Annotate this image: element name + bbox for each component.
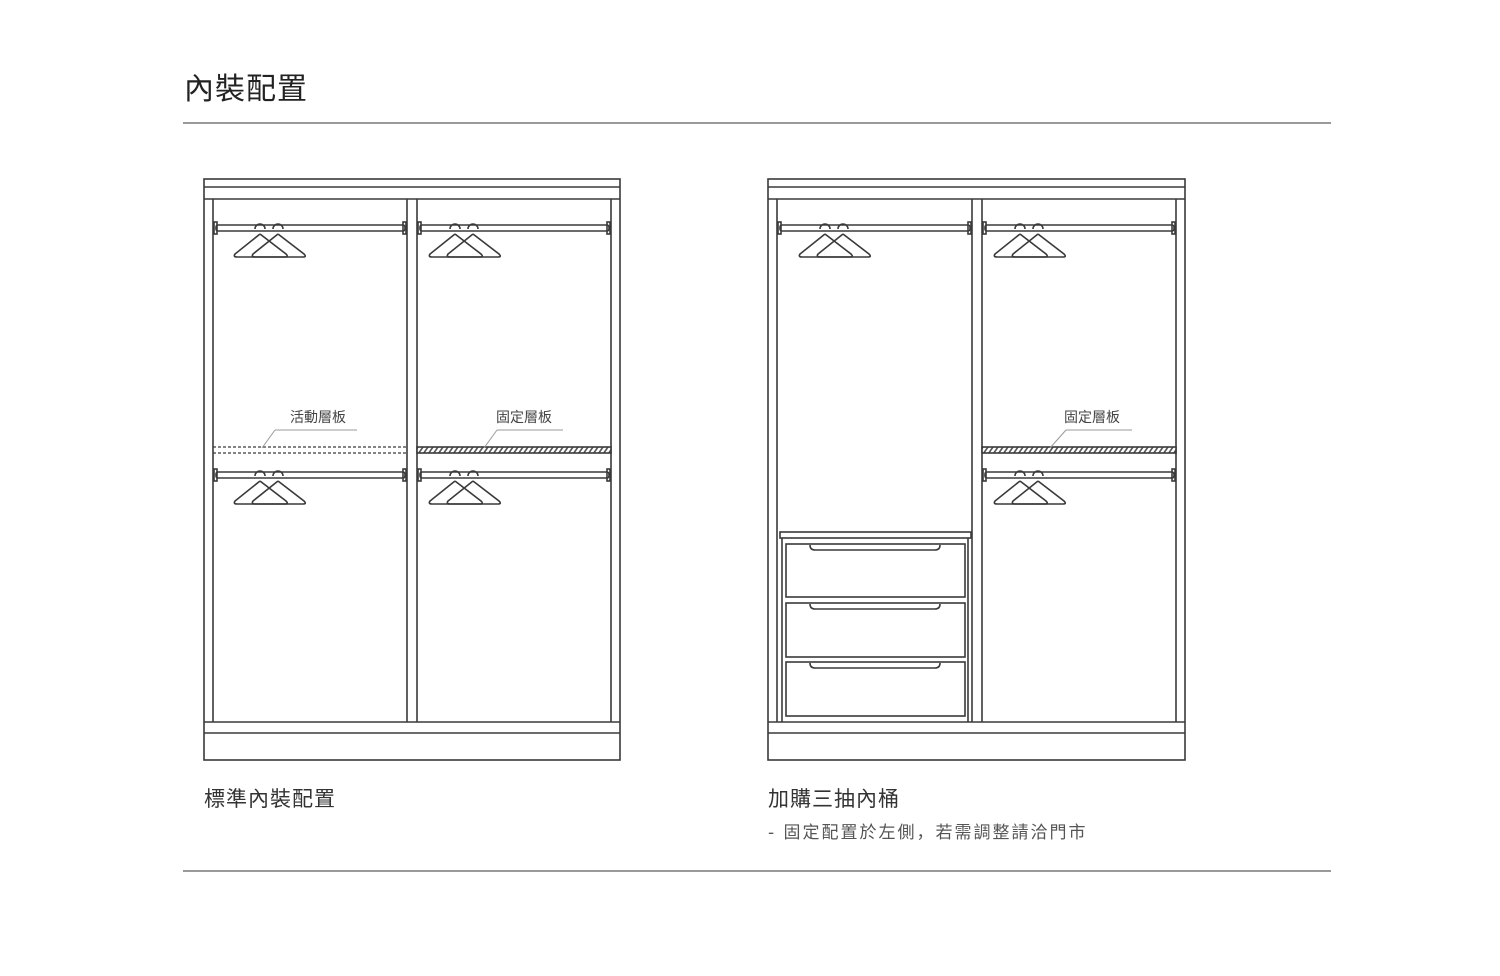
hanger-icon [428,470,502,505]
fixed-shelf-label: 固定層板 [496,410,552,426]
hanging-rod [213,221,407,235]
drawer [785,661,966,717]
hanging-rod [982,468,1176,482]
hanger-icon [993,223,1067,258]
fixed-shelf [981,446,1177,454]
page-title: 內裝配置 [184,72,308,107]
wardrobe-frame [767,178,1186,761]
top-divider [183,122,1331,124]
hanger-icon [798,223,872,258]
hanging-rod [417,221,611,235]
drawer-unit [779,531,972,722]
fixed-shelf-label: 固定層板 [1064,410,1120,426]
bottom-divider [183,870,1331,872]
standard-wardrobe [203,178,621,761]
standard-caption: 標準內裝配置 [204,787,336,811]
hanger-icon [993,470,1067,505]
hanging-rod [213,468,407,482]
hanging-rod [982,221,1176,235]
hanging-rod [417,468,611,482]
hanger-icon [233,223,307,258]
hanger-icon [233,470,307,505]
drawer-wardrobe [767,178,1186,761]
drawer [785,543,966,598]
wardrobe-frame [203,178,621,761]
hanger-icon [428,223,502,258]
drawer-option-note: - 固定配置於左側，若需調整請洽門市 [768,823,1088,843]
fixed-shelf [416,446,612,454]
drawer [785,602,966,658]
movable-shelf [213,446,407,454]
drawer-option-caption: 加購三抽內桶 [768,787,900,811]
movable-shelf-label: 活動層板 [290,410,346,426]
hanging-rod [777,221,972,235]
